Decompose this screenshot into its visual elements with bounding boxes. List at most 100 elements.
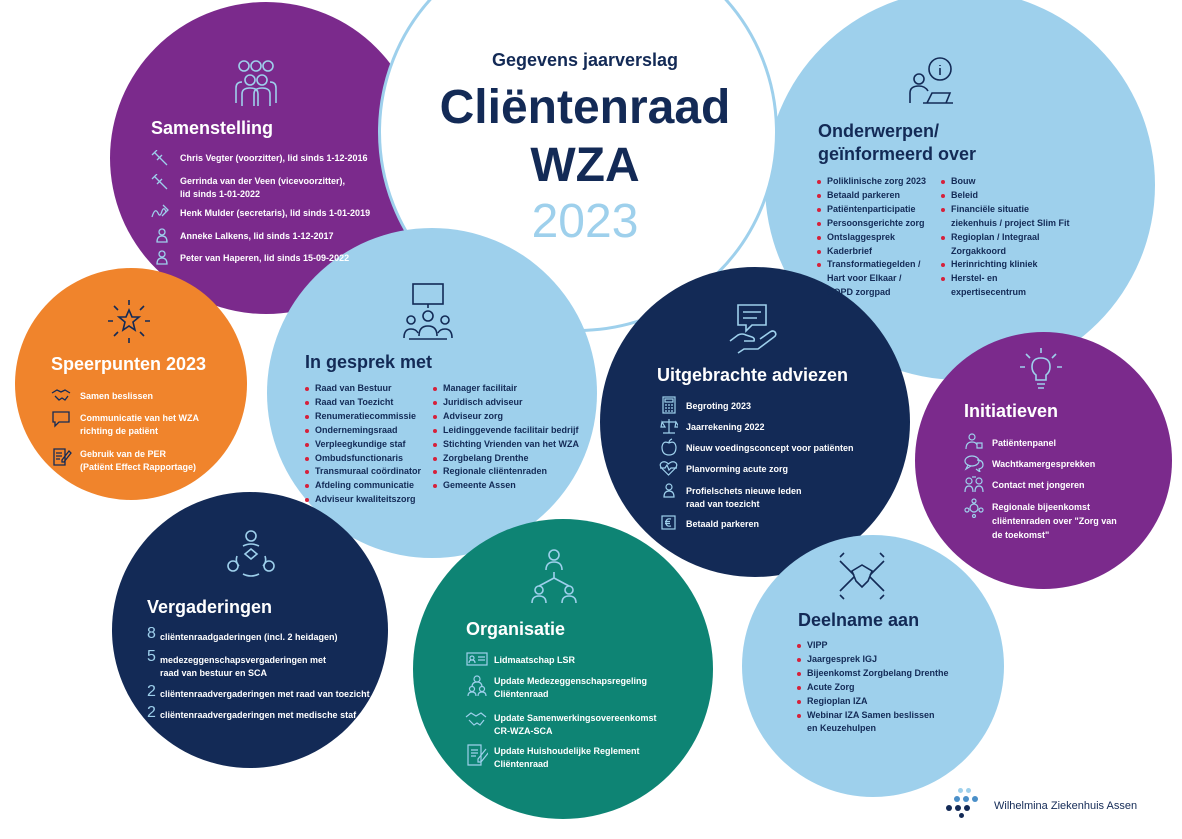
initiatieven-circle <box>915 332 1172 589</box>
logo-dot <box>954 796 960 802</box>
initiatieven-item-cont: cliëntenraden over "Zorg van <box>992 516 1117 526</box>
org-chart-icon <box>531 549 577 604</box>
list-item: Regionale cliëntenraden <box>433 465 579 479</box>
adviezen-heading: Uitgebrachte adviezen <box>657 365 849 385</box>
organisatie-circle <box>413 519 713 819</box>
list-item: Acute Zorg <box>797 681 949 695</box>
hospital-logo <box>944 788 980 818</box>
initiatieven-item: Regionale bijeenkomst <box>992 502 1091 512</box>
meeting-count: 8 <box>147 625 156 642</box>
list-item: Ondernemingsraad <box>305 424 421 438</box>
list-item-cont: expertisecentrum <box>951 287 1027 298</box>
samenstelling-item: Gerrinda van der Veen (vicevoorzitter), <box>180 176 346 186</box>
list-item: Bouw <box>941 175 1070 189</box>
vergaderingen-circle <box>112 492 388 768</box>
samenstelling-item: Henk Mulder (secretaris), lid sinds 1-01… <box>180 208 371 218</box>
apple-icon <box>661 438 677 456</box>
list-item: Raad van Bestuur <box>305 382 421 396</box>
regional-meeting-icon <box>964 498 984 518</box>
gesprek-circle <box>267 228 597 558</box>
list-item-cont: COPD zorgpad <box>827 287 891 298</box>
meeting-count: 5 <box>147 648 156 665</box>
vergaderingen-item: cliëntenraadgaderingen (incl. 2 heidagen… <box>160 632 338 642</box>
list-item: Adviseur kwaliteitszorg <box>305 493 421 507</box>
speerpunten-heading: Speerpunten 2023 <box>51 354 207 374</box>
organisatie-item: Update Huishoudelijke Reglement <box>494 746 640 756</box>
calculator-icon <box>662 396 676 414</box>
logo-dot <box>946 805 952 811</box>
hand-speech-icon <box>729 304 777 354</box>
gesprek-list-1: Raad van Bestuur Raad van Toezicht Renum… <box>305 382 421 507</box>
speerpunten-item-cont: (Patiënt Effect Rapportage) <box>80 462 197 472</box>
organisatie-heading: Organisatie <box>466 619 566 639</box>
logo-dot <box>955 805 961 811</box>
organisatie-item: Update Samenwerkingsovereenkomst <box>494 713 657 723</box>
samenstelling-item: Chris Vegter (voorzitter), lid sinds 1-1… <box>180 153 368 163</box>
list-item: Afdeling communicatie <box>305 479 421 493</box>
adviezen-item: Profielschets nieuwe leden <box>686 486 802 496</box>
adviezen-item: Nieuw voedingsconcept voor patiënten <box>686 443 854 453</box>
list-item: Herstel- en <box>941 272 1070 286</box>
list-item: Ombudsfunctionaris <box>305 452 421 466</box>
logo-dot <box>972 796 978 802</box>
vergaderingen-item: cliëntenraadvergaderingen met medische s… <box>160 710 357 720</box>
person-icon <box>156 250 168 265</box>
speerpunten-item: Communicatie van het WZA <box>80 413 200 423</box>
list-item: Regioplan IZA <box>797 695 949 709</box>
vergaderingen-heading: Vergaderingen <box>147 597 273 617</box>
list-item: Gemeente Assen <box>433 479 579 493</box>
people-pair-icon <box>467 675 487 697</box>
gavel-icon <box>151 150 168 166</box>
vergaderingen-item: medezeggenschapsvergaderingen met <box>160 655 327 665</box>
list-item: Patiëntenparticipatie <box>817 203 926 217</box>
person-icon <box>156 228 168 243</box>
list-item: Verpleegkundige staf <box>305 438 421 452</box>
onderwerpen-heading: Onderwerpen/ <box>818 121 940 141</box>
list-item: Manager facilitair <box>433 382 579 396</box>
speerpunten-item: Gebruik van de PER <box>80 449 167 459</box>
samenstelling-item: Anneke Lalkens, lid sinds 1-12-2017 <box>180 231 334 241</box>
logo-dot <box>966 788 971 793</box>
deelname-circle <box>742 535 1004 797</box>
list-item-cont: ziekenhuis / project Slim Fit <box>951 217 1070 228</box>
balance-scale-icon <box>660 419 678 434</box>
deelname-heading: Deelname aan <box>798 610 920 630</box>
hospital-name: Wilhelmina Ziekenhuis Assen <box>994 800 1138 812</box>
speerpunten-item: Samen beslissen <box>80 391 154 401</box>
lightbulb-icon <box>1020 348 1062 389</box>
info-person-laptop-icon <box>909 57 953 104</box>
list-item: Beleid <box>941 189 1070 203</box>
list-item: Juridisch adviseur <box>433 396 579 410</box>
adviezen-item: Planvorming acute zorg <box>686 464 789 474</box>
list-item: Transmuraal coördinator <box>305 465 421 479</box>
document-edit-icon <box>467 744 488 766</box>
samenstelling-heading: Samenstelling <box>151 118 274 138</box>
onderwerpen-list-1: Poliklinische zorg 2023 Betaald parkeren… <box>817 175 926 300</box>
organisatie-item-cont: Cliëntenraad <box>494 689 549 699</box>
handshake-icon <box>465 712 487 726</box>
report-title-line1: Cliëntenraad <box>439 81 731 134</box>
meeting-count: 2 <box>147 683 156 700</box>
samenstelling-item: Peter van Haperen, lid sinds 15-09-2022 <box>180 253 350 263</box>
person-icon <box>663 483 675 498</box>
list-item-cont: Zorgakkoord <box>951 245 1007 256</box>
initiatieven-item: Wachtkamergesprekken <box>992 459 1096 469</box>
group-people-icon <box>235 60 277 106</box>
logo-dot <box>963 796 969 802</box>
list-item: Betaald parkeren <box>817 189 926 203</box>
report-pen-icon <box>53 448 72 466</box>
adviezen-item: Begroting 2023 <box>686 401 752 411</box>
meeting-presentation-icon <box>403 283 453 340</box>
list-item: Leidinggevende facilitair bedrijf <box>433 424 579 438</box>
list-item: Herinrichting kliniek <box>941 258 1070 272</box>
logo-dot <box>959 813 964 818</box>
meeting-circle-icon <box>227 530 275 577</box>
report-year: 2023 <box>531 195 639 248</box>
youth-contact-icon <box>964 476 984 493</box>
list-item: Jaargesprek IGJ <box>797 653 949 667</box>
id-card-icon <box>466 652 488 666</box>
adviezen-item: Betaald parkeren <box>686 519 760 529</box>
list-item: Renumeratiecommissie <box>305 410 421 424</box>
signature-icon <box>151 204 169 218</box>
logo-dot <box>958 788 963 793</box>
